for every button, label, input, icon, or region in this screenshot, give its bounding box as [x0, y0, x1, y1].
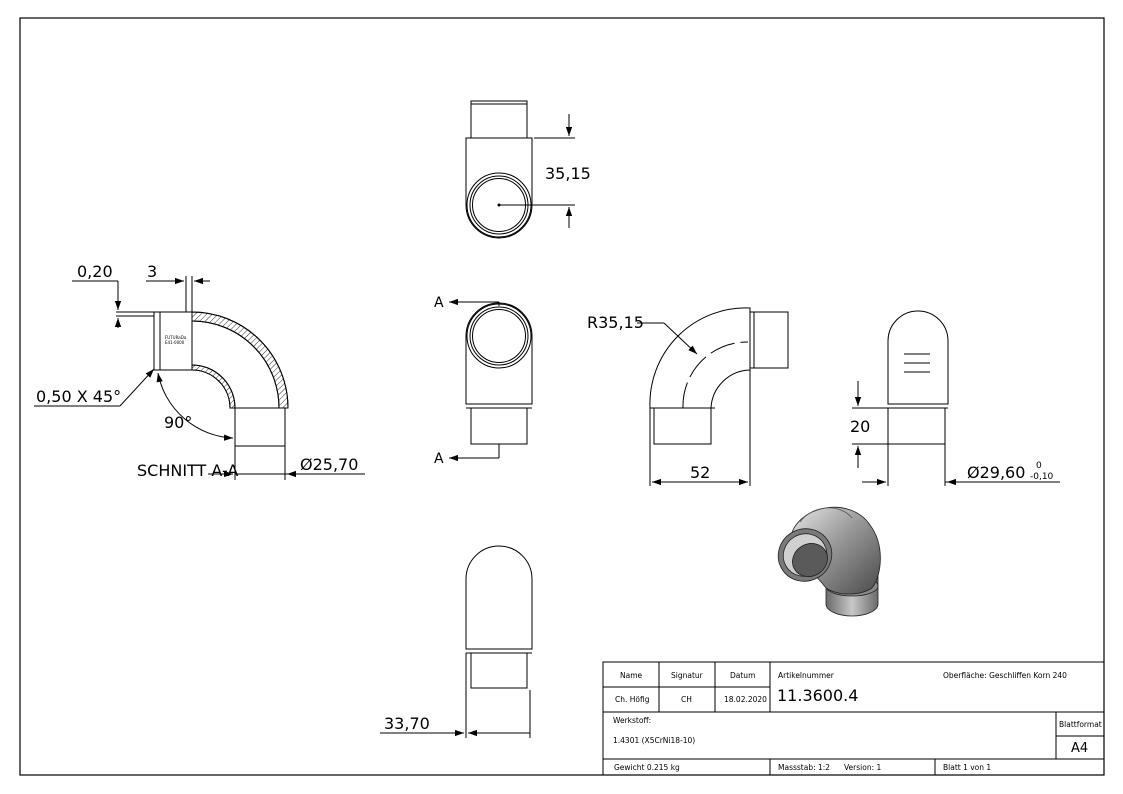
dim-wall: 0,20 [77, 262, 113, 281]
dim-chamfer: 0,50 X 45° [36, 387, 121, 406]
tb-datum: 18.02.2020 [724, 695, 767, 704]
right-view [852, 310, 1060, 486]
top-view [465, 100, 575, 239]
tb-blattformat-label: Blattformat [1059, 720, 1102, 729]
tol-lower: -0,10 [1030, 472, 1054, 482]
tb-oberflaeche: Oberfläche: Geschliffen Korn 240 [943, 671, 1067, 680]
title-block [602, 661, 1105, 776]
tb-artikel-value: 11.3600.4 [777, 686, 858, 705]
svg-text:FUTURaDa: FUTURaDa [165, 335, 187, 340]
dim-inner-diameter: Ø25,70 [300, 455, 358, 474]
section-label: SCHNITT A-A [137, 461, 238, 480]
dim-length: 52 [690, 463, 710, 482]
dim-bottom-width: 33,70 [384, 714, 430, 733]
side-view [637, 307, 789, 486]
bottom-view [380, 545, 533, 738]
dim-radius: R35,15 [587, 313, 644, 332]
section-dimensions [34, 277, 365, 478]
tol-upper: 0 [1036, 461, 1042, 471]
tb-gewicht: Gewicht 0.215 kg [614, 763, 680, 772]
sheet-border [19, 17, 1105, 776]
tb-blattformat-value: A4 [1071, 741, 1088, 756]
section-marker-bottom: A [434, 451, 444, 467]
tb-header-datum: Datum [730, 671, 755, 680]
isometric-view [777, 506, 881, 617]
dim-socket-depth: 3 [147, 262, 157, 281]
tb-massstab: Massstab: 1:2 [778, 763, 830, 772]
dim-angle: 90° [164, 413, 192, 432]
svg-text:E41-0000: E41-0000 [165, 340, 185, 345]
tb-name: Ch. Höfig [615, 695, 650, 704]
tb-header-signatur: Signatur [671, 671, 704, 680]
tb-blatt: Blatt 1 von 1 [943, 763, 991, 772]
tb-werkstoff-value: 1.4301 (X5CrNi18-10) [613, 736, 695, 745]
tb-header-name: Name [620, 671, 643, 680]
section-marker-top: A [434, 295, 444, 311]
front-view [449, 298, 533, 462]
section-view [116, 276, 289, 480]
tb-werkstoff-label: Werkstoff: [613, 716, 651, 725]
engraving: FUTURaDa E41-0000 [165, 335, 187, 345]
dim-spigot-length: 20 [850, 417, 870, 436]
tb-version: Version: 1 [844, 763, 881, 772]
tb-artikel-label: Artikelnummer [778, 671, 835, 680]
dim-outer-diameter: Ø29,60 [967, 463, 1025, 482]
dim-top-offset: 35,15 [545, 164, 591, 183]
tb-signatur: CH [681, 695, 692, 704]
